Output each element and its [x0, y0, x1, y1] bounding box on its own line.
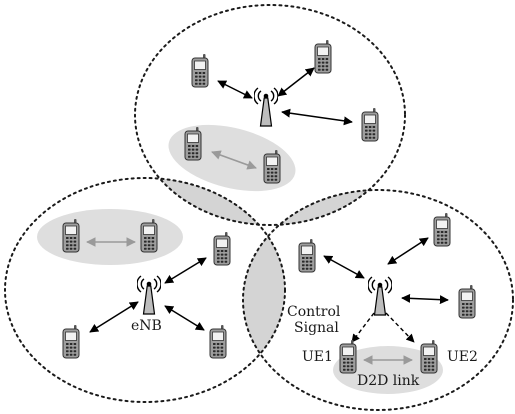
cellular-link	[323, 255, 365, 279]
cell-boundary-left	[4, 177, 286, 403]
mobile-phone-icon	[298, 239, 316, 273]
cellular-link	[277, 67, 315, 97]
mobile-phone-icon	[191, 54, 209, 88]
base-station-antenna-icon	[137, 275, 161, 315]
enb-label: eNB	[131, 318, 162, 334]
d2d-pair-area-left	[37, 209, 183, 265]
mobile-phone-icon	[209, 325, 227, 359]
cell-boundary-top	[134, 4, 406, 226]
control-signal-link-ue2	[385, 312, 415, 343]
mobile-phone-icon	[263, 150, 281, 184]
mobile-phone-icon	[420, 340, 438, 374]
mobile-phone-icon	[62, 325, 80, 359]
mobile-phone-icon	[62, 219, 80, 253]
cellular-link	[387, 237, 429, 265]
control-signal-link-ue1	[351, 312, 375, 343]
d2d-link-label: D2D link	[357, 373, 420, 389]
cellular-link	[164, 257, 207, 284]
cellular-link	[401, 293, 449, 305]
cellular-link	[164, 305, 205, 331]
d2d-pair-area-right	[333, 346, 443, 394]
mobile-phone-icon	[213, 232, 231, 266]
base-station-antenna-icon	[368, 276, 392, 316]
mobile-phone-icon	[314, 40, 332, 74]
cellular-link	[89, 301, 139, 333]
control-signal-label-line1: Control	[287, 304, 341, 320]
mobile-phone-icon	[339, 340, 357, 374]
base-station-antenna-icon	[254, 87, 278, 127]
cellular-link	[281, 108, 353, 126]
mobile-phone-icon	[361, 108, 379, 142]
d2d-link-top	[211, 150, 257, 170]
mobile-phone-icon	[140, 219, 158, 253]
cellular-link	[217, 80, 253, 99]
ue1-label: UE1	[302, 349, 333, 365]
control-signal-label-line2: Signal	[294, 320, 339, 336]
mobile-phone-icon	[433, 213, 451, 247]
mobile-phone-icon	[184, 127, 202, 161]
cell-boundary-right	[242, 189, 514, 411]
mobile-phone-icon	[458, 285, 476, 319]
ue2-label: UE2	[447, 349, 478, 365]
